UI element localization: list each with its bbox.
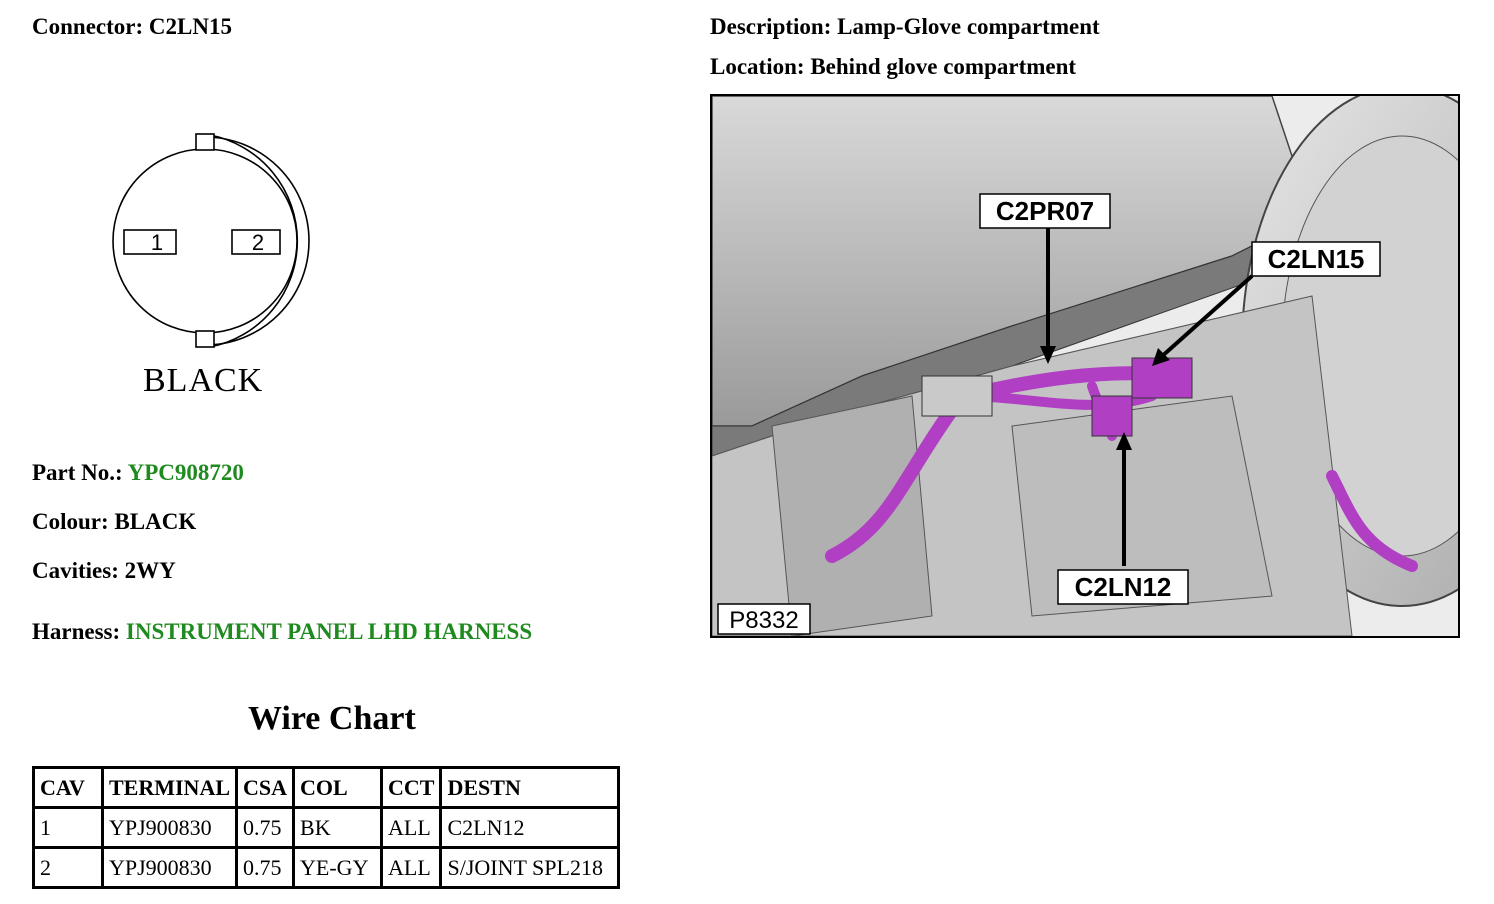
- top-latch: [195, 133, 215, 151]
- connector-face-diagram: 1 2: [112, 133, 310, 348]
- cavities-label: Cavities:: [32, 558, 119, 583]
- cell-cct: ALL: [380, 846, 443, 889]
- cell-col: BK: [292, 806, 384, 849]
- cell-terminal: YPJ900830: [100, 846, 239, 889]
- callout-c2ln12: C2LN12: [1075, 572, 1172, 602]
- connector-label: Connector:: [32, 14, 144, 39]
- description-heading: Description: Lamp-Glove compartment: [710, 14, 1100, 40]
- harness-label: Harness:: [32, 619, 121, 644]
- connector-value: C2LN15: [148, 14, 232, 39]
- col-header-terminal: TERMINAL: [100, 766, 239, 809]
- cavities-row: Cavities: 2WY: [32, 558, 176, 584]
- table-row: 2 YPJ900830 0.75 YE-GY ALL S/JOINT SPL21…: [32, 846, 621, 889]
- description-label: Description:: [710, 14, 832, 39]
- cell-destn: C2LN12: [439, 806, 621, 849]
- connector-outer-ring-2: [209, 134, 299, 348]
- callout-c2pr07: C2PR07: [996, 196, 1094, 226]
- cell-destn: S/JOINT SPL218: [439, 846, 621, 889]
- col-header-cav: CAV: [32, 766, 104, 809]
- table-row: 1 YPJ900830 0.75 BK ALL C2LN12: [32, 806, 621, 849]
- colour-value: BLACK: [114, 509, 197, 534]
- harness-link[interactable]: INSTRUMENT PANEL LHD HARNESS: [125, 619, 533, 644]
- callout-c2ln15: C2LN15: [1268, 244, 1365, 274]
- cell-csa: 0.75: [235, 806, 296, 849]
- colour-label: Colour:: [32, 509, 109, 534]
- wire-chart-header-row: CAV TERMINAL CSA COL CCT DESTN: [32, 766, 621, 809]
- dashboard-drawing: C2PR07 C2LN15 C2LN12 P8332: [712, 96, 1458, 636]
- image-id-label: P8332: [729, 607, 798, 634]
- connector-heading: Connector: C2LN15: [32, 14, 232, 40]
- colour-row: Colour: BLACK: [32, 509, 196, 535]
- connector-c2pr07-shape: [921, 375, 993, 417]
- location-label: Location:: [710, 54, 805, 79]
- part-number-link[interactable]: YPC908720: [127, 460, 244, 485]
- cavity-2-label: 2: [252, 230, 264, 255]
- diagram-color-label: BLACK: [143, 362, 264, 399]
- wire-chart-table: CAV TERMINAL CSA COL CCT DESTN 1 YPJ9008…: [32, 766, 621, 889]
- harness-row: Harness: INSTRUMENT PANEL LHD HARNESS: [32, 619, 532, 645]
- cavity-1-label: 1: [151, 230, 163, 255]
- part-number-row: Part No.: YPC908720: [32, 460, 244, 486]
- description-value: Lamp-Glove compartment: [837, 14, 1100, 39]
- col-header-csa: CSA: [235, 766, 296, 809]
- cell-cav: 1: [32, 806, 104, 849]
- part-number-label: Part No.:: [32, 460, 123, 485]
- location-illustration: C2PR07 C2LN15 C2LN12 P8332: [710, 94, 1460, 638]
- location-value: Behind glove compartment: [810, 54, 1077, 79]
- connector-outer-ring-1: [204, 136, 310, 346]
- col-header-destn: DESTN: [439, 766, 621, 809]
- location-heading: Location: Behind glove compartment: [710, 54, 1076, 80]
- cavity-1-box: [123, 229, 177, 255]
- col-header-col: COL: [292, 766, 384, 809]
- col-header-cct: CCT: [380, 766, 443, 809]
- cell-terminal: YPJ900830: [100, 806, 239, 849]
- cell-csa: 0.75: [235, 846, 296, 889]
- cavities-value: 2WY: [124, 558, 176, 583]
- connector-c2ln15-shape: [1131, 357, 1193, 399]
- cell-cct: ALL: [380, 806, 443, 849]
- cell-cav: 2: [32, 846, 104, 889]
- wire-chart-title: Wire Chart: [248, 700, 416, 737]
- bottom-latch: [195, 330, 215, 348]
- cell-col: YE-GY: [292, 846, 384, 889]
- cavity-2-box: [231, 229, 281, 255]
- connector-c2ln12-shape: [1091, 395, 1133, 437]
